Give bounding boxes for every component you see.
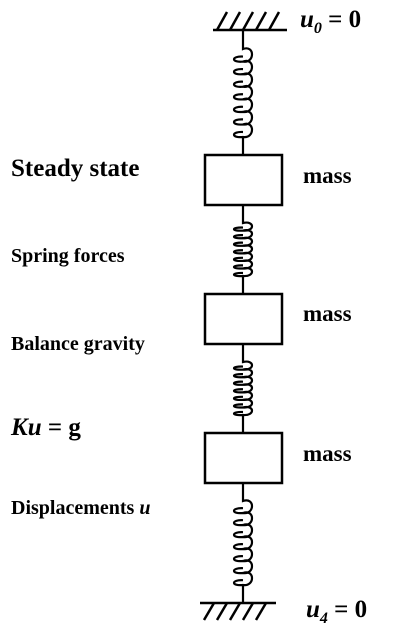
mass-label-2: mass	[303, 301, 352, 326]
mass-label-1: mass	[303, 163, 352, 188]
equation: Ku = g	[11, 414, 81, 442]
top-boundary-sub: 0	[313, 20, 322, 37]
bottom-ground-hatch-icon	[200, 601, 276, 621]
spring-1	[232, 31, 254, 155]
spring-4	[232, 483, 254, 603]
mass-block-2	[203, 292, 284, 346]
mass-label-3: mass	[303, 441, 352, 466]
bottom-boundary-label: u4 = 0	[306, 596, 367, 628]
top-boundary-eq: = 0	[328, 6, 362, 33]
spring-3	[232, 344, 254, 433]
equation-u: u	[27, 414, 42, 441]
equation-rest: = g	[47, 414, 81, 441]
top-boundary-var: u	[300, 6, 314, 33]
spring-forces-text: Spring forces	[11, 245, 125, 267]
bottom-boundary-eq: = 0	[334, 596, 368, 623]
steady-state-heading: Steady state	[11, 155, 140, 182]
bottom-boundary-var: u	[306, 596, 320, 623]
bottom-boundary-sub: 4	[319, 610, 328, 627]
equation-k: K	[11, 414, 28, 441]
top-boundary-label: u0 = 0	[300, 6, 361, 38]
balance-gravity-text: Balance gravity	[11, 333, 145, 355]
displacements-var: u	[139, 497, 151, 519]
mass-block-3	[203, 431, 284, 485]
displacements-word: Displacements	[11, 497, 135, 519]
top-ground-hatch-icon	[213, 11, 287, 32]
mass-block-1	[203, 153, 284, 207]
displacements-text: Displacements u	[11, 497, 150, 520]
spring-2	[232, 205, 254, 294]
